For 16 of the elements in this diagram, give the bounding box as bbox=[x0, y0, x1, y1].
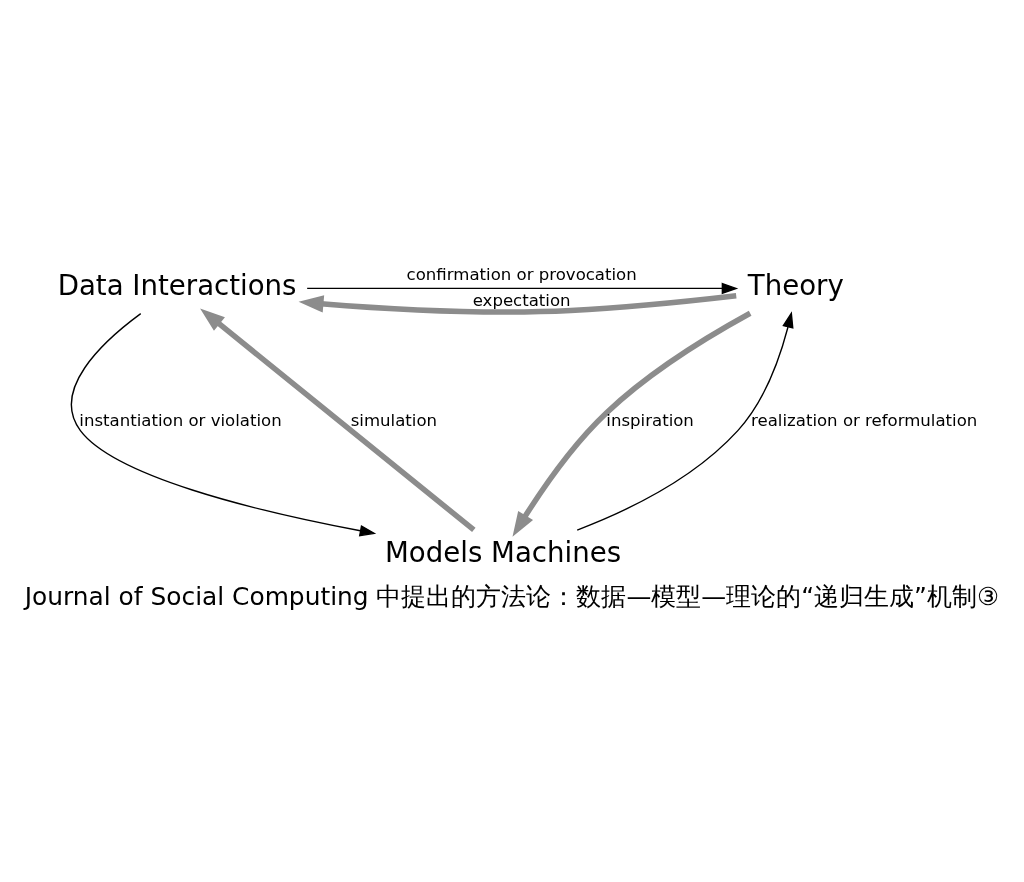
caption: Journal of Social Computing 中提出的方法论：数据—模型—理论的“递归生成”机制③ bbox=[24, 582, 1000, 612]
edge-label: simulation bbox=[350, 410, 438, 430]
arrow bbox=[306, 282, 739, 295]
edge-label: expectation bbox=[472, 290, 571, 310]
arrow bbox=[200, 308, 476, 533]
edge-label: instantiation or violation bbox=[79, 410, 282, 430]
arrow bbox=[71, 312, 377, 537]
node-text: Models Machines bbox=[385, 535, 622, 569]
arrow bbox=[298, 293, 737, 315]
node-text: Data Interactions bbox=[57, 269, 297, 303]
arrow bbox=[512, 310, 752, 537]
edge-label: confirmation or provocation bbox=[406, 264, 637, 284]
arrow bbox=[576, 311, 794, 531]
edge-label: realization or reformulation bbox=[751, 410, 978, 430]
node-text: Theory bbox=[747, 269, 844, 303]
edge-label: inspiration bbox=[606, 410, 694, 430]
